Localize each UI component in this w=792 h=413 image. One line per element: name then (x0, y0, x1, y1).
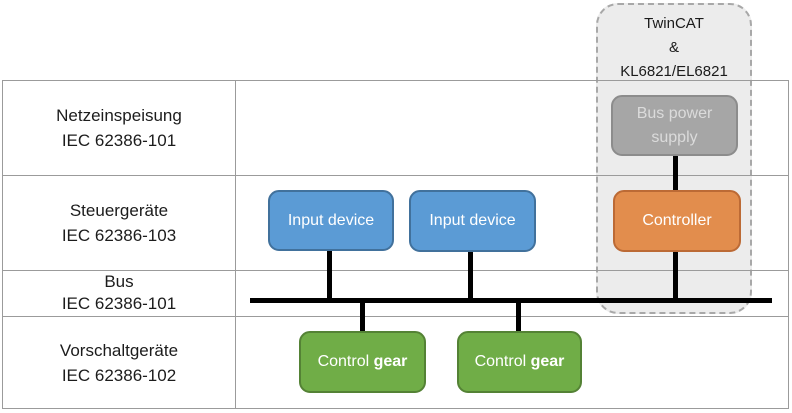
row-label-steuergeraete-line1: Steuergeräte (69, 200, 169, 220)
node-control-gear-2-label: Control gear (474, 353, 565, 370)
row-label-steuergeraete-line2: IEC 62386-103 (61, 225, 177, 245)
row-label-netzeinspeisung-line1: Netzeinspeisung (56, 105, 182, 125)
connector-bus-to-control-gear-2 (516, 300, 521, 332)
node-controller-label: Controller (642, 212, 712, 229)
node-control-gear-1: Control gear (299, 331, 426, 393)
row-label-vorschaltgeraete: Vorschaltgeräte IEC 62386-102 (3, 316, 235, 409)
table-outline (2, 80, 789, 409)
node-input-device-1: Input device (268, 190, 394, 251)
row-label-bus-line2: IEC 62386-101 (61, 294, 177, 313)
twincat-group-title-line2: & (668, 39, 679, 56)
node-control-gear-1-label: Control gear (317, 353, 408, 370)
row-label-netzeinspeisung-line2: IEC 62386-101 (61, 130, 177, 150)
connector-input-device-2-to-bus (468, 250, 473, 300)
row-divider-2 (2, 270, 789, 271)
row-label-vorschaltgeraete-line1: Vorschaltgeräte (59, 340, 179, 360)
row-label-bus: Bus IEC 62386-101 (3, 270, 235, 316)
node-bus-power-supply-label-line2: supply (651, 128, 698, 146)
twincat-group-title-line1: TwinCAT (644, 15, 704, 32)
node-bus-power-supply-label-line1: Bus power (636, 104, 713, 122)
row-label-steuergeraete: Steuergeräte IEC 62386-103 (3, 175, 235, 270)
twincat-group-title: TwinCAT & KL6821/EL6821 (598, 12, 750, 84)
twincat-group-title-line3: KL6821/EL6821 (620, 63, 728, 80)
column-divider (235, 80, 236, 409)
connector-supply-to-controller (673, 154, 678, 192)
node-input-device-2-label: Input device (429, 212, 516, 229)
connector-bus-to-control-gear-1 (360, 300, 365, 332)
bus-line (250, 298, 772, 303)
node-input-device-1-label: Input device (287, 211, 375, 229)
node-input-device-2: Input device (409, 190, 536, 252)
node-control-gear-2: Control gear (457, 331, 582, 393)
row-divider-3 (2, 316, 789, 317)
connector-controller-to-bus (673, 250, 678, 300)
row-label-bus-line1: Bus (104, 272, 134, 291)
row-label-vorschaltgeraete-line2: IEC 62386-102 (61, 365, 177, 385)
row-label-netzeinspeisung: Netzeinspeisung IEC 62386-101 (3, 80, 235, 175)
node-bus-power-supply: Bus power supply (611, 95, 738, 156)
connector-input-device-1-to-bus (327, 250, 332, 300)
node-controller: Controller (613, 190, 741, 252)
row-divider-1 (2, 175, 789, 176)
